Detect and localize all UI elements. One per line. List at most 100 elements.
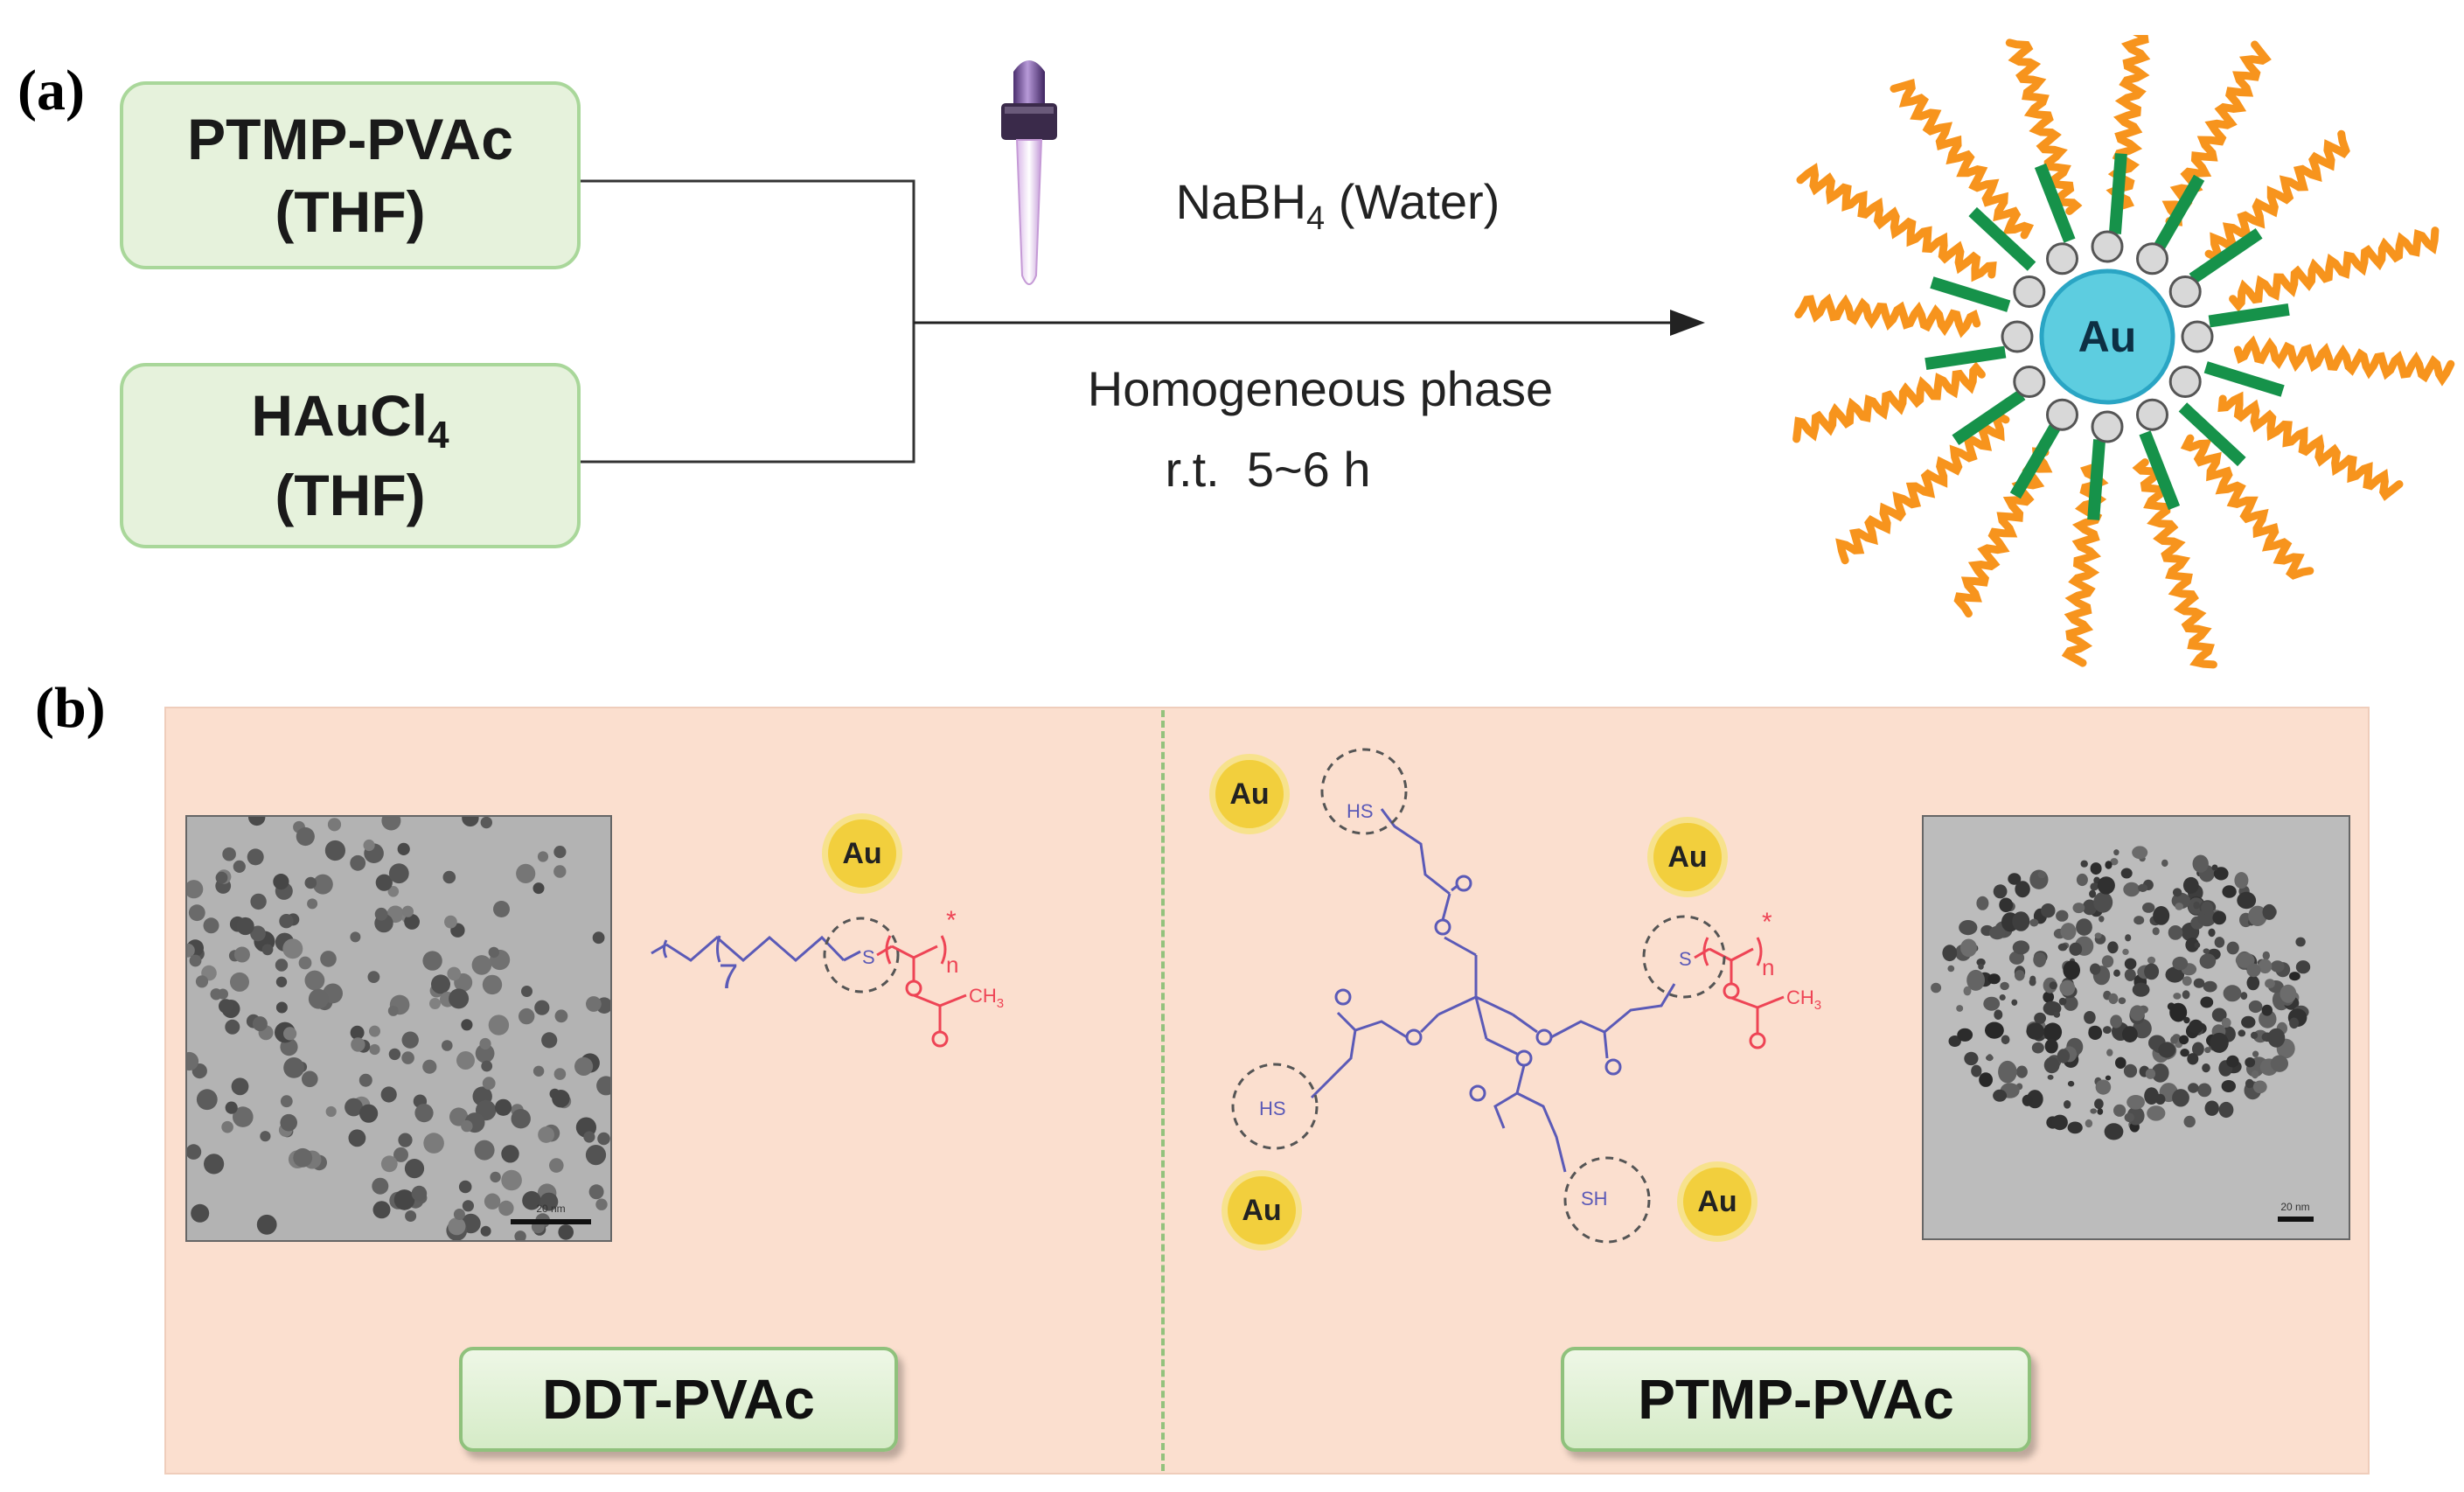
nanoparticle-dot (280, 1113, 297, 1132)
sulfur-bead (2001, 320, 2034, 353)
nanoparticle-dot (534, 1000, 550, 1015)
nanoparticle-dot (519, 1007, 535, 1025)
nanoparticle-dot (549, 1158, 564, 1173)
nanoparticle-dot (2213, 867, 2229, 881)
nanoparticle-dot (2197, 1083, 2212, 1098)
nanoparticle-dot (363, 839, 375, 852)
nanoparticle-dot (191, 1203, 210, 1223)
nanoparticle-dot (261, 944, 274, 956)
nanoparticle-dot (350, 854, 366, 871)
nanoparticle-dot (2057, 1049, 2071, 1063)
nanoparticle-dot (2115, 1056, 2126, 1069)
au-badge-ptmp-bottom-left: Au (1222, 1170, 1302, 1251)
repeat-count-7: 7 (719, 958, 738, 996)
panel-b-divider (1161, 710, 1165, 1471)
nanoparticle-dot (429, 998, 441, 1009)
nanoparticle-dot (498, 1200, 514, 1217)
nanoparticle-dot (553, 846, 567, 859)
ligand-stub (1925, 345, 2007, 371)
ptmp-core: HS HS SH (1259, 800, 1676, 1210)
polymer-chain (2217, 391, 2404, 501)
nanoparticle-dot (388, 1048, 401, 1061)
ligand-stub (2178, 402, 2246, 467)
polymer-chain (1953, 447, 2053, 618)
nanoparticle-dot (2033, 952, 2047, 968)
nanoparticle-dot (1976, 896, 1989, 910)
nanoparticle-dot (2197, 909, 2217, 927)
nanoparticle-dot (2158, 1042, 2176, 1058)
nanoparticle-dot (2204, 1100, 2219, 1116)
nanoparticle-dot (586, 996, 602, 1012)
nanoparticle-dot (422, 951, 442, 971)
nanoparticle-dot (387, 1005, 399, 1016)
nanoparticle-dot (458, 1180, 472, 1194)
nanoparticle-dot (2108, 993, 2119, 1005)
label-ptmp-pvac: PTMP-PVAc (1561, 1347, 2031, 1452)
nanoparticle-dot (516, 863, 536, 883)
nanoparticle-dot (2165, 966, 2185, 983)
nanoparticle-dot (380, 1086, 397, 1103)
nanoparticle-dot (2101, 955, 2114, 968)
nanoparticle-dot (350, 931, 361, 943)
tem-image-ptmp-pvac: 20 nm (1922, 815, 2350, 1240)
nanoparticle-dot (2000, 981, 2009, 991)
nanoparticle-dot (351, 1037, 365, 1052)
nanoparticle-dot (2051, 1114, 2068, 1131)
nanoparticle-dot (2270, 960, 2285, 973)
nanoparticle-dot (233, 1106, 254, 1127)
nanoparticle-dot (2094, 932, 2102, 939)
nanoparticle-dot (2152, 927, 2160, 936)
nanoparticle-dot (538, 1126, 554, 1143)
nanoparticle-dot (2259, 1009, 2277, 1028)
nanoparticle-dot (2043, 1022, 2063, 1042)
nanoparticle-dot (2011, 999, 2018, 1006)
gold-nanoparticle-illustration: Au (1792, 35, 2455, 669)
nanoparticle-dot (475, 1043, 495, 1063)
nanoparticle-dot (1987, 1054, 1993, 1062)
sulfur-bead (2091, 410, 2124, 443)
ligand-stub (2208, 303, 2290, 328)
nanoparticle-dot (2179, 1035, 2189, 1045)
nanoparticle-dot (2251, 1070, 2259, 1079)
nanoparticle-dot (2063, 995, 2078, 1011)
nanoparticle-dot (2133, 916, 2145, 925)
nanoparticle-dot (2185, 938, 2199, 952)
nanoparticle-dot (2082, 899, 2098, 916)
thiol-sh-bottom: SH (1581, 1188, 1608, 1210)
nanoparticle-dot (553, 865, 567, 878)
binding-site-circles (1231, 748, 1726, 1244)
nanoparticle-dot (554, 1009, 568, 1023)
nanoparticle-dot (2080, 860, 2088, 868)
nanoparticle-dot (444, 915, 457, 929)
nanoparticle-dot (2041, 903, 2056, 918)
nanoparticle-dot (298, 956, 312, 970)
nanoparticle-dot (393, 1189, 415, 1210)
nanoparticle-dot (358, 1073, 372, 1087)
nanoparticle-dot (2245, 1078, 2254, 1089)
ligand-stub (2203, 361, 2285, 397)
nanoparticle-dot (2093, 891, 2113, 913)
nanoparticle-dot (2193, 901, 2200, 910)
nanoparticle-dot (2187, 1053, 2199, 1065)
nanoparticle-dot (2124, 968, 2136, 981)
reactant-box-haucl4: HAuCl4 (THF) (120, 363, 581, 548)
nanoparticle-dot (532, 882, 545, 895)
ligand-stub (2009, 422, 2061, 499)
nanoparticle-dot (230, 972, 249, 992)
nanoparticle-dot (1931, 982, 1942, 994)
ligand-stubs (1925, 153, 2290, 520)
nanoparticle-dot (187, 943, 195, 958)
s-bond (843, 950, 861, 962)
nanoparticle-dot (514, 1231, 526, 1240)
nanoparticle-dot (2057, 943, 2068, 952)
nanoparticle-dot (2241, 1015, 2256, 1028)
sulfur-atom-right: S (1679, 948, 1692, 970)
nanoparticle-dot (2252, 1050, 2259, 1057)
nanoparticle-dot (1987, 973, 2001, 985)
nanoparticle-dot (2170, 1035, 2178, 1044)
nanoparticle-dot (2246, 963, 2261, 978)
nanoparticle-dot (2183, 1016, 2190, 1024)
nanoparticle-dot (387, 886, 400, 897)
nanoparticle-dot (1957, 1028, 1973, 1042)
